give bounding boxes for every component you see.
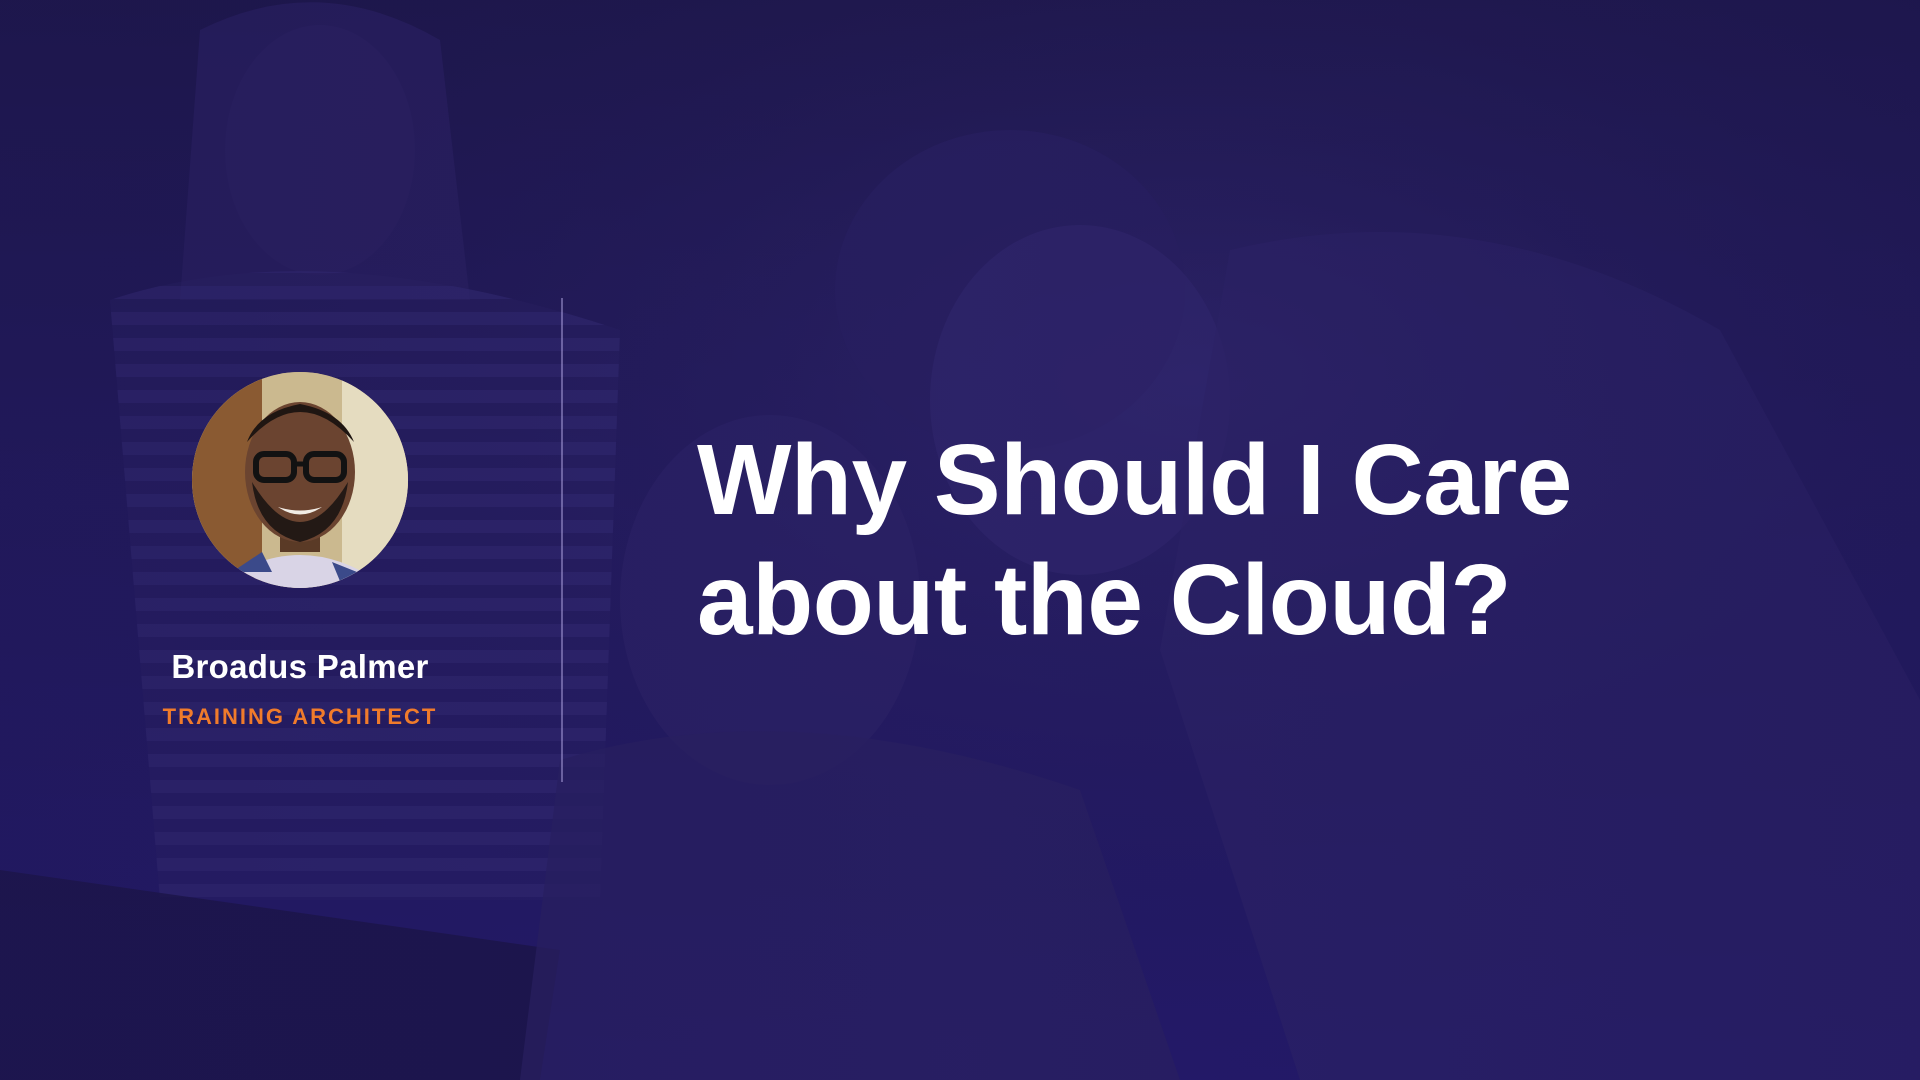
speaker-role: TRAINING ARCHITECT (162, 704, 438, 729)
slide-title-line-2: about the Cloud? (697, 544, 1512, 656)
vertical-divider (561, 298, 563, 782)
speaker-avatar-photo (192, 372, 408, 588)
slide-title: Why Should I Care about the Cloud? (697, 420, 1797, 660)
speaker-name: Broadus Palmer (171, 648, 429, 685)
speaker-avatar (192, 372, 408, 588)
slide-title-line-1: Why Should I Care (697, 424, 1572, 536)
speaker-card: Broadus Palmer TRAINING ARCHITECT (130, 372, 470, 730)
